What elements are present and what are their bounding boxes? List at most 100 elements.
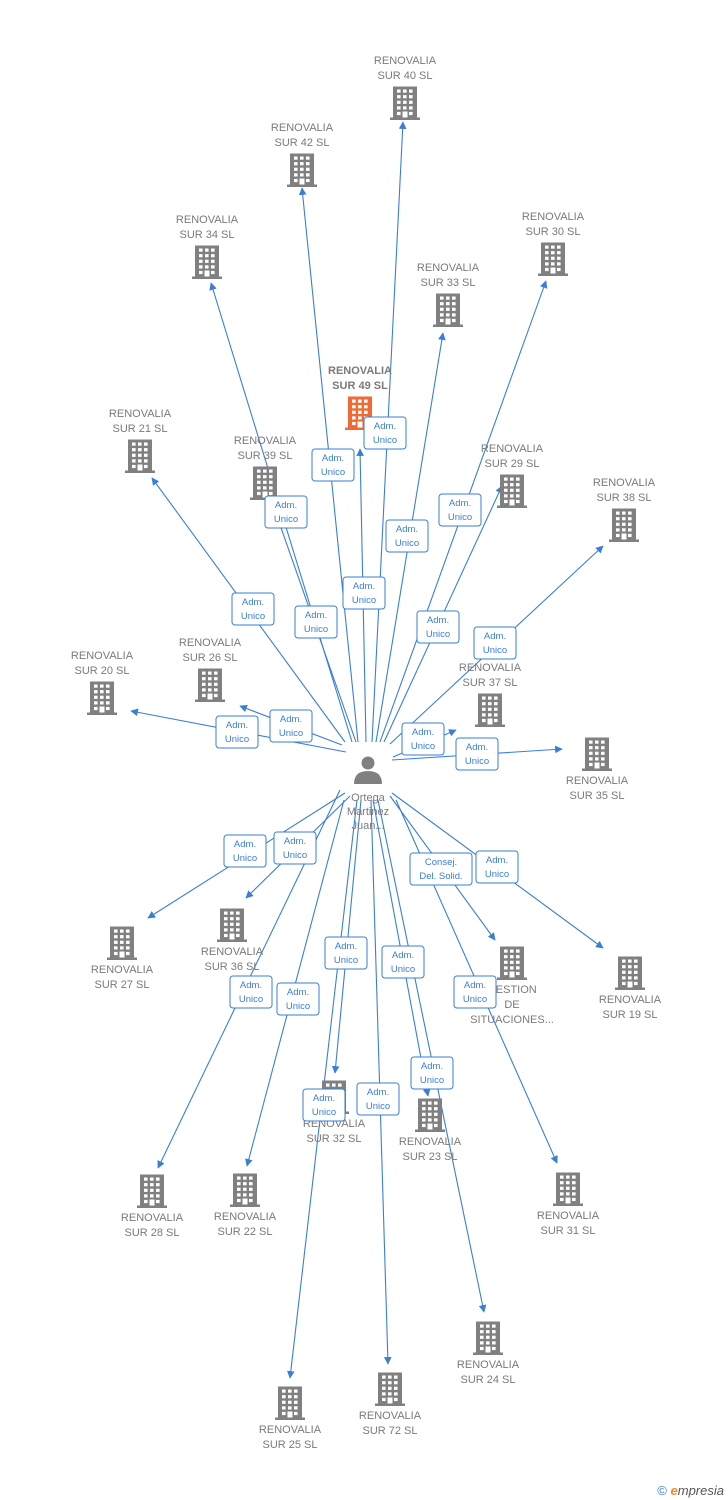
company-node-sur72[interactable]: RENOVALIA SUR 72 SL	[359, 1372, 422, 1438]
role-box[interactable]: Consej.Del. Solid.	[409, 852, 473, 886]
building-icon	[137, 1174, 167, 1208]
role-box[interactable]: Adm.Unico	[475, 850, 519, 884]
company-name-line: SUR 49 SL	[332, 380, 388, 392]
role-label: Adm.	[234, 839, 256, 850]
company-name-line: RENOVALIA	[457, 1359, 520, 1371]
role-label: Unico	[485, 869, 509, 880]
company-name-line: SUR 39 SL	[237, 450, 292, 462]
role-box[interactable]: Adm.Unico	[342, 576, 386, 610]
role-label: Unico	[420, 1075, 444, 1086]
role-box[interactable]: Adm.Unico	[324, 936, 368, 970]
role-label: Unico	[279, 728, 303, 739]
company-name-line: SUR 21 SL	[112, 423, 167, 435]
company-node-sur35[interactable]: RENOVALIA SUR 35 SL	[566, 737, 629, 803]
role-box[interactable]: Adm.Unico	[356, 1082, 400, 1116]
building-icon	[390, 86, 420, 120]
company-name-line: RENOVALIA	[566, 775, 629, 787]
building-icon	[538, 242, 568, 276]
company-name-line: RENOVALIA	[359, 1410, 422, 1422]
role-box[interactable]: Adm.Unico	[302, 1088, 346, 1122]
role-label: Unico	[391, 964, 415, 975]
role-box[interactable]: Adm.Unico	[381, 945, 425, 979]
role-box[interactable]: Adm. Unico	[276, 982, 320, 1016]
role-label: Unico	[426, 629, 450, 640]
role-box[interactable]: Adm.Unico	[264, 495, 308, 529]
role-box[interactable]: Adm.Unico	[473, 626, 517, 660]
role-box[interactable]: Adm.Unico	[223, 834, 267, 868]
company-name-line: SUR 72 SL	[362, 1425, 417, 1437]
role-label: Unico	[366, 1101, 390, 1112]
building-icon	[473, 1321, 503, 1355]
role-box[interactable]: Adm.Unico	[401, 722, 445, 756]
role-box[interactable]: Adm.Unico	[231, 592, 275, 626]
role-box[interactable]: Adm.Unico	[410, 1056, 454, 1090]
person-node[interactable]: OrtegaMartinezJuan...	[347, 756, 389, 833]
role-label: Adm.	[484, 631, 506, 642]
building-icon	[192, 245, 222, 279]
role-box[interactable]: Adm.Unico	[269, 709, 313, 743]
company-node-gestion[interactable]: GESTIONDESITUACIONES...	[470, 946, 554, 1027]
building-icon	[230, 1173, 260, 1207]
company-name-line: SUR 42 SL	[274, 137, 329, 149]
company-name-line: RENOVALIA	[593, 477, 656, 489]
role-label: Adm.	[353, 581, 375, 592]
role-label: Adm.	[412, 727, 434, 738]
role-label: Adm.	[287, 987, 309, 998]
building-icon	[415, 1098, 445, 1132]
role-box[interactable]: Adm.Unico	[363, 416, 407, 450]
person-name-line: Martinez	[347, 806, 389, 818]
building-icon	[582, 737, 612, 771]
building-icon	[250, 466, 280, 500]
company-name-line: SUR 35 SL	[569, 790, 624, 802]
role-box[interactable]: Adm.Unico	[438, 493, 482, 527]
empresia-logo: empresia	[670, 1483, 724, 1498]
company-name-line: SUR 29 SL	[484, 458, 539, 470]
company-name-line: RENOVALIA	[109, 408, 172, 420]
role-box[interactable]: Adm.Unico	[416, 610, 460, 644]
role-box[interactable]: Adm.Unico	[229, 975, 273, 1009]
company-node-sur21[interactable]: RENOVALIA SUR 21 SL	[109, 408, 172, 473]
company-node-sur42[interactable]: RENOVALIA SUR 42 SL	[271, 122, 334, 187]
company-name-line: SUR 19 SL	[602, 1009, 657, 1021]
role-box[interactable]: Adm.Unico	[453, 975, 497, 1009]
building-icon	[553, 1172, 583, 1206]
company-name-line: RENOVALIA	[214, 1211, 277, 1223]
role-box[interactable]: Adm.Unico	[273, 831, 317, 865]
role-label: Unico	[241, 611, 265, 622]
role-label: Adm.	[464, 980, 486, 991]
building-icon	[87, 681, 117, 715]
company-name-line: RENOVALIA	[271, 122, 334, 134]
company-name-line: SUR 33 SL	[420, 277, 475, 289]
role-box[interactable]: Adm.Unico	[215, 715, 259, 749]
role-label: Adm.	[226, 720, 248, 731]
footer-brand[interactable]: © empresia	[657, 1483, 724, 1498]
role-label: Adm.	[374, 421, 396, 432]
company-name-line: RENOVALIA	[179, 637, 242, 649]
role-box[interactable]: Adm.Unico	[294, 605, 338, 639]
building-icon	[287, 153, 317, 187]
role-label: Unico	[286, 1001, 310, 1012]
edge-to-sur24	[377, 799, 487, 1313]
role-box[interactable]: Adm.Unico	[455, 737, 499, 771]
role-box[interactable]: Adm.Unico	[311, 448, 355, 482]
role-box[interactable]: Adm.Unico	[385, 519, 429, 553]
